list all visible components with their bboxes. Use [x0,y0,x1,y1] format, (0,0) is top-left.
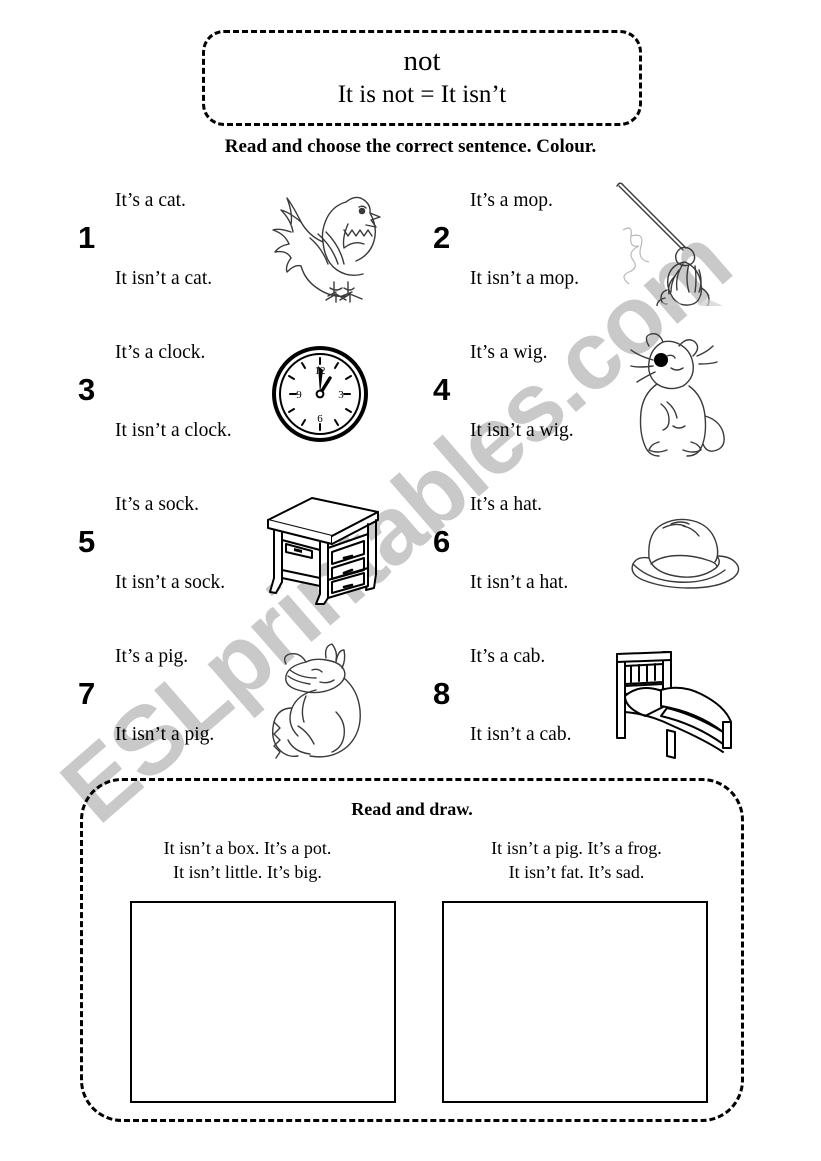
drawing-area-2[interactable] [442,900,708,1103]
negative-sentence[interactable]: It isn’t a cat. [115,268,213,289]
exercise-item-5: 5 It’s a sock. It isn’t a sock. [70,482,460,634]
grammar-header-box: not It is not = It isn’t [202,30,642,126]
instruction-text: Read and choose the correct sentence. Co… [224,136,597,157]
negative-sentence[interactable]: It isn’t a cab. [470,724,572,745]
negative-sentence[interactable]: It isn’t a clock. [115,420,232,441]
affirmative-sentence[interactable]: It’s a pig. [115,646,189,667]
draw-task-line-1: It isn’t a box. It’s a pot. [163,838,332,858]
read-and-draw-title: Read and draw. [351,799,473,819]
item-number: 4 [433,372,451,407]
header-expansion: It is not = It isn’t [337,81,507,109]
desk-image [250,482,390,610]
negative-sentence[interactable]: It isn’t a sock. [115,572,226,593]
item-number: 3 [78,372,96,407]
item-number: 8 [433,676,451,711]
draw-task-2: It isn’t a pig. It’s a frog. It isn’t fa… [412,836,741,1103]
clock-numeral-3: 3 [338,389,344,401]
exercise-row: 5 It’s a sock. It isn’t a sock. [0,482,821,634]
exercise-item-4: 4 It’s a wig. It isn’t a wig. [425,330,815,482]
exercise-item-3: 3 It’s a clock. It isn’t a clock. [70,330,460,482]
exercise-row: 7 It’s a pig. It isn’t a pig. [0,634,821,786]
read-and-draw-section: Read and draw. It isn’t a box. It’s a po… [80,778,744,1122]
affirmative-sentence[interactable]: It’s a hat. [470,494,543,515]
draw-task-1: It isn’t a box. It’s a pot. It isn’t lit… [83,836,412,1103]
clock-numeral-9: 9 [296,389,302,401]
exercise-item-6: 6 It’s a hat. It isn’t a hat. [425,482,815,634]
affirmative-sentence[interactable]: It’s a mop. [470,190,553,211]
negative-sentence[interactable]: It isn’t a hat. [470,572,569,593]
exercise-grid: 1 It’s a cat. It isn’t a cat. [0,178,821,786]
header-keyword: not [403,44,441,77]
item-number: 5 [78,524,96,559]
exercise-item-7: 7 It’s a pig. It isn’t a pig. [70,634,460,786]
exercise-item-2: 2 It’s a mop. It isn’t a mop. [425,178,815,330]
exercise-item-1: 1 It’s a cat. It isn’t a cat. [70,178,460,330]
rat-image [605,330,745,458]
drawing-area-1[interactable] [130,900,396,1103]
bed-image [605,634,745,762]
affirmative-sentence[interactable]: It’s a sock. [115,494,199,515]
draw-task-line-2: It isn’t fat. It’s sad. [508,862,645,883]
clock-numeral-6: 6 [317,413,323,425]
affirmative-sentence[interactable]: It’s a wig. [470,342,548,363]
item-number: 6 [433,524,451,559]
exercise-row: 3 It’s a clock. It isn’t a clock. [0,330,821,482]
draw-task-line-1: It isn’t a pig. It’s a frog. [491,838,662,858]
clock-image: 12 3 6 9 [250,330,390,458]
negative-sentence[interactable]: It isn’t a mop. [470,268,580,289]
item-number: 2 [433,220,451,255]
affirmative-sentence[interactable]: It’s a cat. [115,190,186,211]
hat-image [605,482,745,610]
fox-image [250,634,390,762]
exercise-row: 1 It’s a cat. It isn’t a cat. [0,178,821,330]
affirmative-sentence[interactable]: It’s a cab. [470,646,546,667]
draw-task-line-2: It isn’t little. It’s big. [173,862,322,883]
exercise-item-8: 8 It’s a cab. It isn’t a cab. [425,634,815,786]
affirmative-sentence[interactable]: It’s a clock. [115,342,206,363]
item-number: 1 [78,220,96,255]
mop-image [605,178,745,306]
item-number: 7 [78,676,96,711]
hen-image [250,178,390,306]
negative-sentence[interactable]: It isn’t a pig. [115,724,215,745]
negative-sentence[interactable]: It isn’t a wig. [470,420,574,441]
